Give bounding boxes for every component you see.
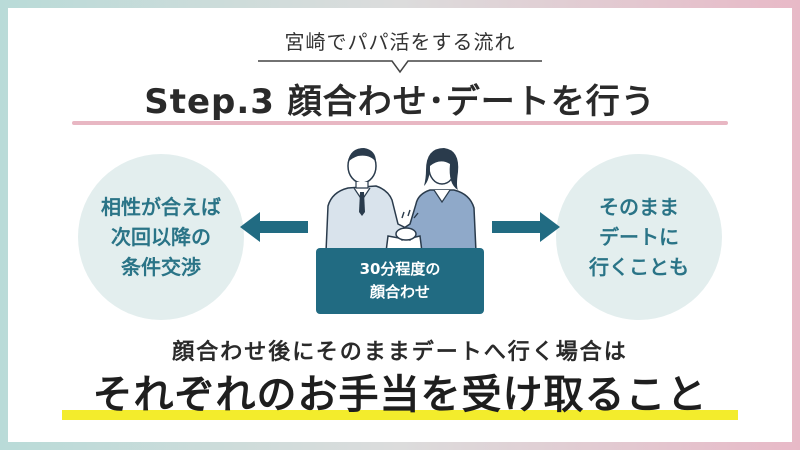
man-figure [325, 148, 416, 252]
right-circle: そのまま デートに 行くことも [556, 154, 722, 320]
meeting-box-line: 30分程度の [359, 260, 441, 278]
meeting-duration-box: 30分程度の 顔合わせ [316, 248, 484, 314]
arrow-left-icon [240, 212, 308, 242]
right-circle-line: デートに [599, 225, 679, 249]
highlight-underline [62, 410, 738, 420]
left-circle-line: 条件交渉 [121, 255, 201, 279]
handshake-illustration [325, 148, 477, 252]
left-circle-line: 次回以降の [111, 225, 211, 249]
meeting-box-line: 顔合わせ [369, 283, 430, 301]
main-message: それぞれのお手当を受け取ること [92, 372, 708, 418]
step-title: Step.3 顔合わせ･デートを行う [144, 82, 656, 122]
title-underline [72, 121, 728, 125]
bottom-caption: 顔合わせ後にそのままデートへ行く場合は [172, 340, 628, 365]
left-circle: 相性が合えば 次回以降の 条件交渉 [78, 154, 244, 320]
arrow-right-icon [492, 212, 560, 242]
subtitle-bracket [258, 60, 542, 74]
right-circle-line: そのまま [599, 195, 679, 219]
woman-figure [397, 148, 477, 252]
left-circle-line: 相性が合えば [101, 195, 221, 219]
subtitle: 宮崎でパパ活をする流れ [284, 30, 516, 54]
right-circle-line: 行くことも [589, 255, 689, 279]
